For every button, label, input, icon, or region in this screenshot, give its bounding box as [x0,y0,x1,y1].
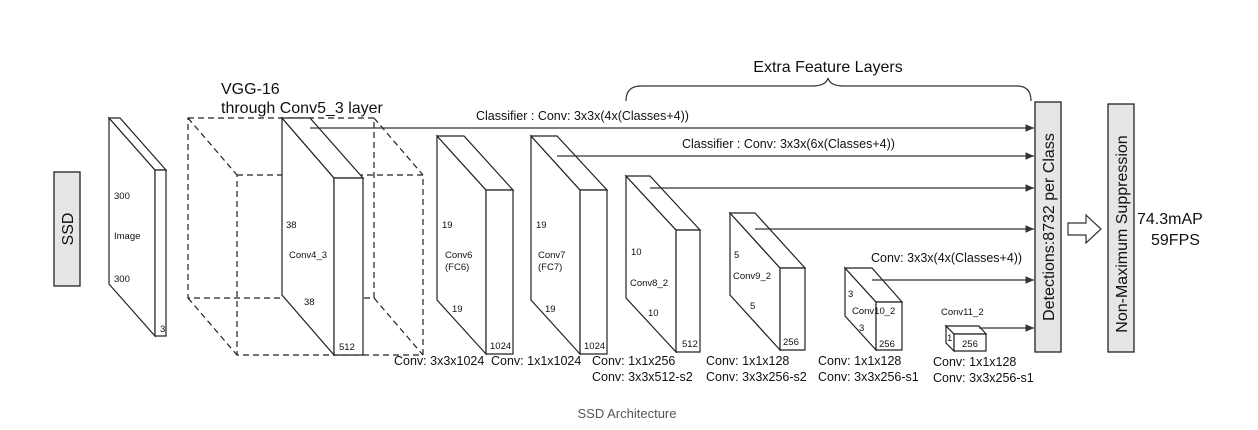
conv-op-labels: Conv: 3x3x1024 Conv: 1x1x1024 Conv: 1x1x… [394,354,1034,385]
image-depth-label: 3 [160,324,165,335]
conv10-2-width: 3 [859,323,864,334]
conv-op-4b: Conv: 3x3x256-s2 [706,370,807,384]
conv-op-5b: Conv: 3x3x256-s1 [818,370,919,384]
conv6-name: Conv6 [445,250,472,261]
conv7-name-sub: (FC7) [538,262,562,273]
ssd-label-box: SSD [53,171,81,287]
classifier-label-1: Classifier : Conv: 3x3x(4x(Classes+4)) [476,109,689,123]
conv-op-1: Conv: 3x3x1024 [394,354,484,368]
extra-layers-brace [625,77,1032,102]
conv-op-4a: Conv: 1x1x128 [706,354,789,368]
result-map: 74.3mAP [1137,211,1203,228]
extra-feature-layers-title: Extra Feature Layers [753,59,902,76]
conv-op-6b: Conv: 3x3x256-s1 [933,371,1034,385]
conv11-2-block: Conv11_2 1 256 [941,307,988,353]
conv8-2-name: Conv8_2 [630,278,668,289]
vgg-title-line1: VGG-16 [221,81,280,98]
conv9-2-depth: 256 [783,337,799,348]
detections-box: Detections:8732 per Class [1034,101,1062,353]
conv-op-2: Conv: 1x1x1024 [491,354,581,368]
conv10-2-depth: 256 [879,339,895,350]
result-fps: 59FPS [1151,232,1200,249]
conv9-2-name: Conv9_2 [733,271,771,282]
classifier-label-2: Classifier : Conv: 3x3x(6x(Classes+4)) [682,137,895,151]
conv8-2-height: 10 [631,247,642,258]
conv4-3-block: 38 Conv4_3 38 512 [280,116,365,357]
conv4-3-depth: 512 [339,342,355,353]
hollow-arrow-icon [1067,213,1102,245]
ssd-label: SSD [60,213,77,246]
conv7-height: 19 [536,220,547,231]
vgg-title-line2: through Conv5_3 layer [221,100,384,117]
image-height-label: 300 [114,191,130,202]
conv10-2-name: Conv10_2 [852,306,895,317]
conv6-name-sub: (FC6) [445,262,469,273]
conv7-depth: 1024 [584,341,605,352]
conv-op-6a: Conv: 1x1x128 [933,355,1016,369]
conv11-2-height: 1 [947,333,952,344]
nms-label: Non-Maximum Suppression [1114,135,1131,332]
image-width-label: 300 [114,274,130,285]
conv6-width: 19 [452,304,463,315]
conv-op-5a: Conv: 1x1x128 [818,354,901,368]
conv9-2-block: 5 Conv9_2 5 256 [728,211,807,352]
classifier-arrows [310,124,1034,332]
classifier-label-3: Conv: 3x3x(4x(Classes+4)) [871,251,1022,265]
input-image-block: 300 Image 300 3 [107,116,168,338]
conv6-height: 19 [442,220,453,231]
conv9-2-height: 5 [734,250,739,261]
conv11-2-depth: 256 [962,339,978,350]
conv9-2-width: 5 [750,301,755,312]
conv8-2-width: 10 [648,308,659,319]
detections-label: Detections:8732 per Class [1041,133,1058,321]
nms-box: Non-Maximum Suppression [1107,103,1135,353]
conv11-2-name: Conv11_2 [941,307,984,318]
conv6-depth: 1024 [490,341,511,352]
image-name-label: Image [114,231,140,242]
conv8-2-depth: 512 [682,339,698,350]
conv6-block: 19 Conv6 (FC6) 19 1024 [435,134,515,356]
figure-caption: SSD Architecture [578,406,677,421]
conv-op-3b: Conv: 3x3x512-s2 [592,370,693,384]
conv-op-3a: Conv: 1x1x256 [592,354,675,368]
conv8-2-block: 10 Conv8_2 10 512 [624,174,702,354]
conv7-name: Conv7 [538,250,565,261]
conv10-2-height: 3 [848,289,853,300]
conv7-width: 19 [545,304,556,315]
conv10-2-block: 3 Conv10_2 3 256 [843,266,904,352]
conv7-block: 19 Conv7 (FC7) 19 1024 [529,134,609,356]
conv4-3-width: 38 [304,297,315,308]
conv4-3-name: Conv4_3 [289,250,327,261]
conv4-3-height: 38 [286,220,297,231]
